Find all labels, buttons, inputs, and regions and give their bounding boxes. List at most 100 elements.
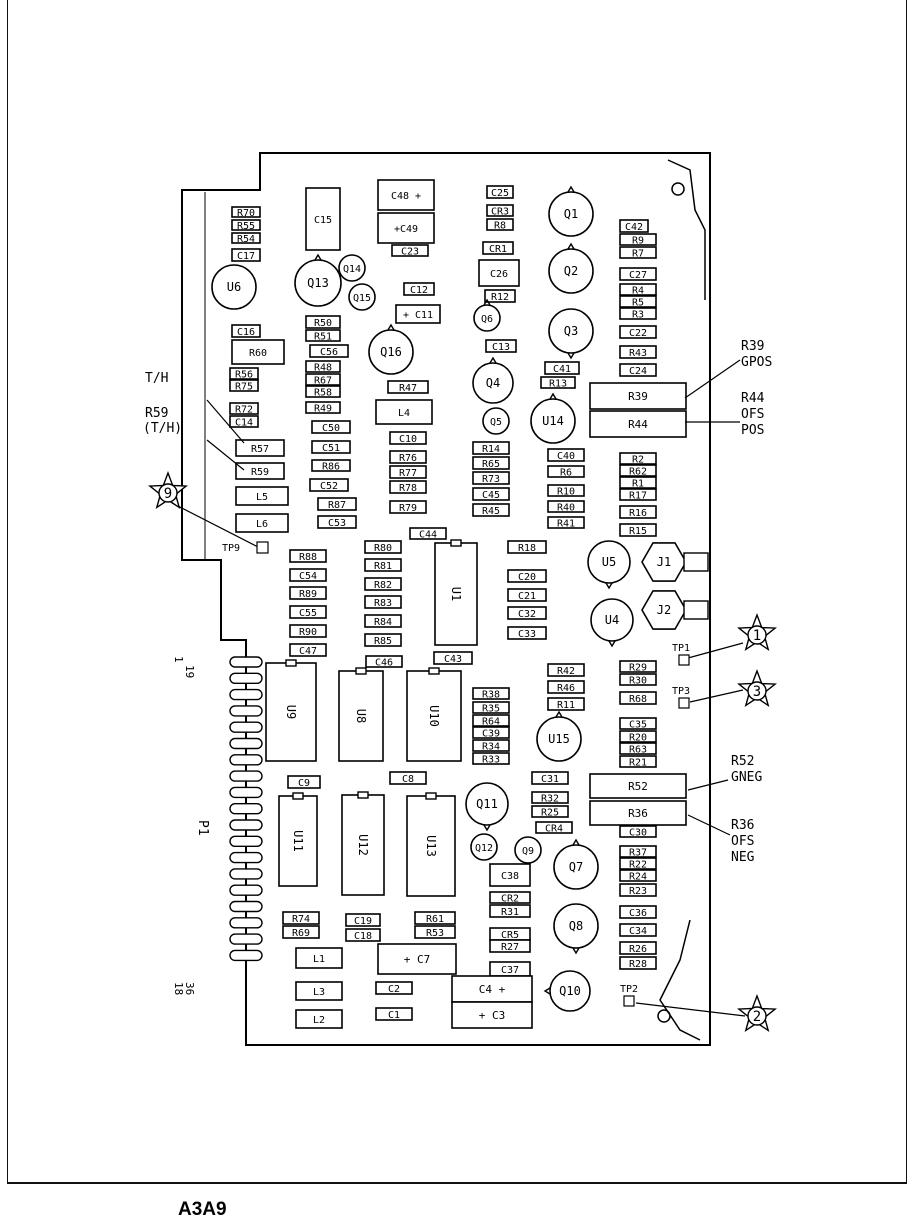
component-r12: R12 [484,289,516,303]
svg-text:Q16: Q16 [380,345,402,359]
component-r7: R7 [619,246,657,260]
svg-text:R9: R9 [632,236,644,247]
component-c54: C54 [289,568,327,582]
svg-text:R26: R26 [629,944,647,955]
component-r23: R23 [619,883,657,897]
svg-text:U13: U13 [424,835,438,857]
svg-text:R84: R84 [374,617,392,628]
component-r40: R40 [547,500,585,514]
mounting-hole-top [671,182,685,196]
svg-text:Q11: Q11 [476,797,498,811]
component-r78: R78 [389,480,427,494]
component-r37: R37 [619,845,657,859]
transistor-q14: Q14 [338,254,366,282]
transistor-u14: U14 [530,392,576,444]
component-cr3: CR3 [486,204,514,218]
component-r16: R16 [619,505,657,519]
connector-finger [229,851,263,864]
svg-text:U4: U4 [605,613,619,627]
svg-text:C43: C43 [444,654,462,665]
component-r43: R43 [619,345,657,359]
label-pin18: 18 [172,982,185,995]
label-ofs-pos: OFS [741,407,764,422]
component-r70: R70 [231,206,261,219]
component-c50: C50 [311,420,351,434]
component-c30: C30 [619,825,657,839]
component-c27: C27 [619,267,657,281]
component-r76: R76 [389,450,427,464]
component-c19: C19 [345,913,381,927]
star-number: 1 [753,628,761,644]
component-r28: R28 [619,956,657,970]
svg-text:R27: R27 [501,942,519,953]
svg-text:R49: R49 [314,404,332,415]
connector-finger [229,803,263,815]
component-r89: R89 [289,586,327,600]
svg-text:C26: C26 [490,269,508,280]
svg-text:C22: C22 [629,328,647,339]
svg-text:R67: R67 [314,376,332,387]
transistor-q8: Q8 [553,903,599,955]
svg-text:Q2: Q2 [564,264,578,278]
svg-text:R61: R61 [426,914,444,925]
svg-text:R37: R37 [629,848,647,859]
component-l5: L5 [235,486,289,506]
transistor-q4: Q4 [472,356,514,404]
svg-text:C45: C45 [482,490,500,501]
connector-finger [229,672,263,684]
component-r18: R18 [507,540,547,554]
star-number: 3 [753,684,761,700]
svg-text:R63: R63 [629,745,647,756]
connector-finger [229,688,263,701]
svg-text:C36: C36 [629,908,647,919]
svg-text:R70: R70 [237,208,255,219]
svg-text:Q5: Q5 [490,417,502,428]
svg-text:R46: R46 [557,683,575,694]
svg-text:R25: R25 [541,808,559,819]
svg-text:Q4: Q4 [486,376,500,390]
svg-text:U10: U10 [427,705,441,727]
component-r62: R62 [619,464,657,478]
label-pin1: 1 [172,656,185,663]
svg-text:J1: J1 [657,555,671,569]
svg-text:Q7: Q7 [569,860,583,874]
svg-text:R15: R15 [629,526,647,537]
svg-text:R73: R73 [482,474,500,485]
component-r20: R20 [619,730,657,744]
component-c32: C32 [507,606,547,620]
transistor-q5: Q5 [482,407,510,435]
component-c41: C41 [544,361,580,375]
component-c38: C38 [489,863,531,887]
connector-finger [229,868,263,880]
component-r29: R29 [619,660,657,674]
transistor-q15: Q15 [348,283,376,311]
svg-text:R64: R64 [482,717,500,728]
svg-text:R29: R29 [629,663,647,674]
svg-text:R12: R12 [491,292,509,303]
component-r74: R74 [282,911,320,925]
component-c34: C34 [619,923,657,937]
component-r15: R15 [619,523,657,537]
label-pos: POS [741,423,764,438]
svg-text:R21: R21 [629,758,647,769]
mounting-hole-bottom [657,1009,671,1023]
svg-text:L4: L4 [398,408,410,419]
svg-text:R77: R77 [399,468,417,479]
label-pin36: 36 [183,982,196,995]
svg-text:C35: C35 [629,720,647,731]
svg-text:R4: R4 [632,286,644,297]
svg-text:R40: R40 [557,503,575,514]
svg-text:C38: C38 [501,871,519,882]
component-r80: R80 [364,540,402,554]
svg-text:C20: C20 [518,572,536,583]
transistor-u6: U6 [211,264,257,310]
svg-text:+ C7: + C7 [404,953,431,966]
component-r25: R25 [531,805,569,819]
svg-text:C15: C15 [314,215,332,226]
transistor-q9: Q9 [514,836,542,864]
component-r64: R64 [472,714,510,728]
svg-text:R36: R36 [628,807,648,820]
svg-text:R44: R44 [628,418,648,431]
svg-text:C24: C24 [629,366,647,377]
